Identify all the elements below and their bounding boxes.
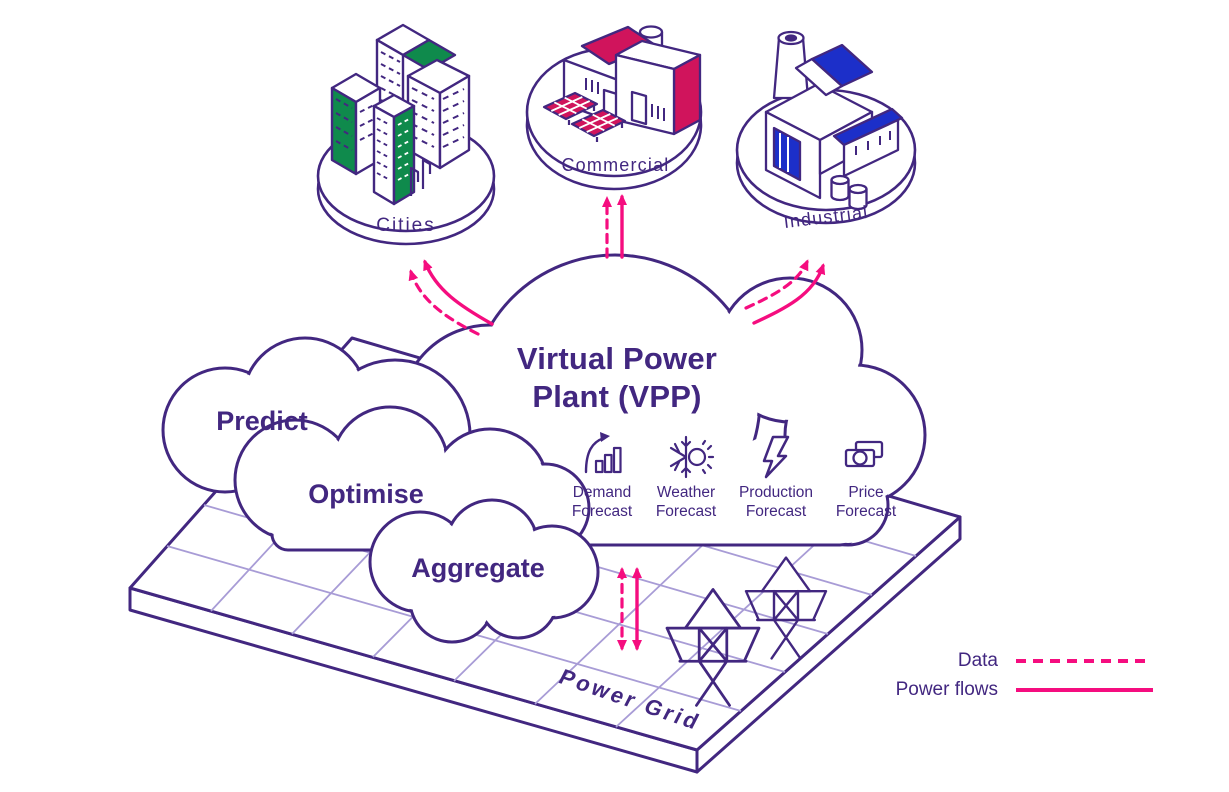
industrial-factory-icon [764, 30, 904, 211]
forecast-weather-line1: Weather [656, 484, 716, 501]
snowflake-sun-icon [669, 435, 715, 479]
industrial-platform [735, 30, 917, 225]
forecast-price-line1: Price [848, 484, 884, 501]
power-arrow-cities [423, 259, 494, 326]
forecast-label-price: Price Forecast [806, 484, 926, 521]
aggregate-cloud [368, 498, 600, 644]
city-buildings-icon [330, 23, 471, 206]
cities-platform [316, 23, 496, 246]
data-arrow-cities [408, 269, 480, 336]
forecast-label-weather: Weather Forecast [626, 484, 746, 521]
data-arrow-industrial [744, 259, 809, 310]
legend-label-data: Data [957, 650, 998, 671]
factory-icon [562, 25, 702, 136]
forecast-label-demand: Demand Forecast [542, 484, 662, 521]
process-label-predict: Predict [216, 406, 308, 436]
platform-label-commercial: Commercial [561, 155, 670, 175]
forecast-label-production: Production Forecast [716, 484, 836, 521]
forecast-production-line1: Production [738, 484, 814, 501]
legend-label-power-flows: Power flows [895, 679, 998, 700]
commercial-platform [525, 25, 703, 191]
forecast-price-line2: Forecast [835, 502, 897, 520]
vpp-title: Virtual Power Plant (VPP) [447, 340, 787, 416]
banknote-icon [844, 440, 884, 468]
vpp-title-line2: Plant (VPP) [532, 379, 702, 414]
forecast-weather-line2: Forecast [655, 502, 717, 520]
platform-label-cities: Cities [376, 215, 436, 236]
lightning-icon [762, 435, 790, 479]
forecast-production-line2: Forecast [745, 502, 807, 520]
power-arrow-industrial [752, 263, 826, 325]
forecast-demand-line1: Demand [572, 484, 632, 501]
process-label-optimise: Optimise [308, 479, 424, 509]
process-label-aggregate: Aggregate [411, 553, 545, 583]
forecast-demand-line2: Forecast [571, 502, 633, 520]
vpp-title-line1: Virtual Power [516, 341, 718, 376]
demand-chart-icon [584, 432, 622, 474]
